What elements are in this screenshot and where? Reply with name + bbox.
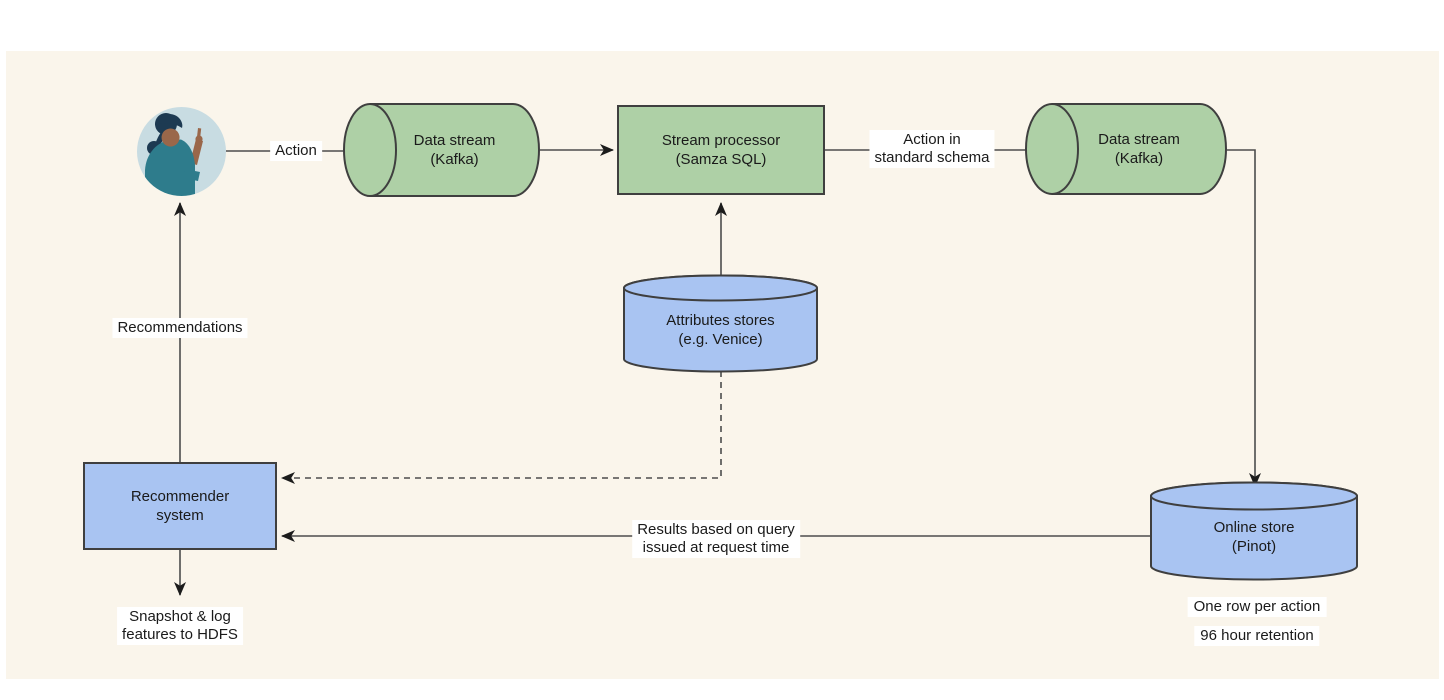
edge-label-recommendations: Recommendations	[112, 318, 248, 338]
node-data-stream-kafka-in	[343, 103, 540, 197]
edge-attributes-to-recommender	[281, 371, 722, 484]
node-stream-processor: Stream processor (Samza SQL)	[617, 105, 825, 195]
note-96-hour-retention: 96 hour retention	[1194, 626, 1320, 646]
node-recommender-system: Recommender system	[83, 462, 277, 550]
edge-label-results-query: Results based on query issued at request…	[632, 520, 800, 558]
node-label-recommender-system: Recommender system	[130, 488, 230, 524]
edge-label-action: Action	[270, 141, 322, 161]
node-attributes-store	[623, 274, 818, 373]
edge-label-action-standard-schema: Action in standard schema	[869, 130, 995, 168]
edge-kafka-out-to-online-store	[1227, 149, 1261, 487]
user-avatar	[137, 107, 226, 196]
node-online-store	[1150, 481, 1358, 581]
node-label-stream-processor: Stream processor (Samza SQL)	[661, 132, 781, 168]
note-one-row-per-action: One row per action	[1187, 597, 1327, 617]
edge-label-snapshot-hdfs: Snapshot & log features to HDFS	[117, 607, 243, 645]
avatar-person	[145, 113, 203, 196]
node-data-stream-kafka-out	[1025, 103, 1227, 195]
